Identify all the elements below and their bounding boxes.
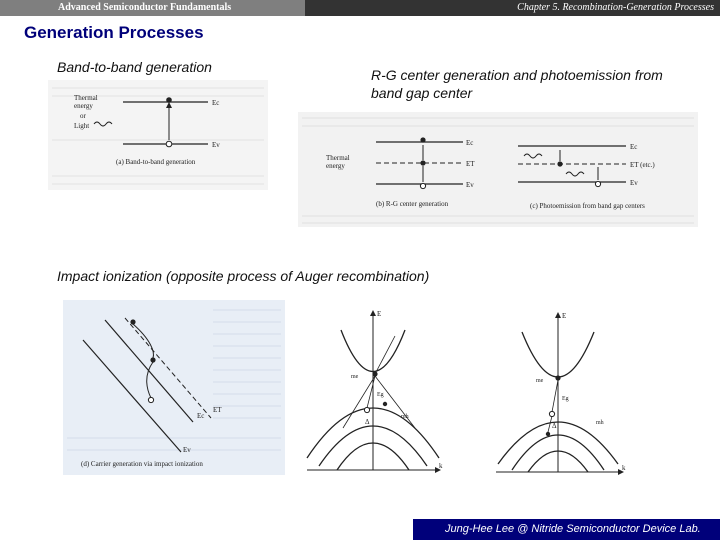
fig-b-ec: Ec <box>466 139 473 147</box>
fig-c-ev: Ev <box>630 179 638 187</box>
fig-e2-k-axis: k <box>622 464 626 472</box>
rg-center-figure: Ec ET Ev Thermal energy (b) R-G center g… <box>298 112 698 227</box>
fig-b-ev: Ev <box>466 181 474 189</box>
fig-e1-delta: Δ <box>365 418 370 426</box>
fig-d-ec: Ec <box>197 412 204 420</box>
impact-ionization-label: Impact ionization (opposite process of A… <box>57 268 430 284</box>
fig-a-or: or <box>80 112 87 120</box>
band-to-band-label: Band-to-band generation <box>57 59 212 75</box>
fig-e2-mh: mh <box>596 420 604 426</box>
impact-ionization-figure: Ec ET Ev (d) Carrier generation via impa… <box>63 300 285 475</box>
rg-center-label: R-G center generation and photoemission … <box>371 67 663 101</box>
fig-d-et: ET <box>213 406 222 414</box>
band-structure-diagram-2: E k me mh Eg Δ <box>492 310 642 480</box>
fig-e1-me: me <box>351 374 359 380</box>
fig-e2-eg: Eg <box>562 396 569 402</box>
fig-e2-delta: Δ <box>552 422 557 430</box>
chapter-header: Chapter 5. Recombination-Generation Proc… <box>305 0 720 16</box>
fig-a-energy: energy <box>74 102 93 110</box>
fig-e1-eg: Eg <box>377 392 384 398</box>
fig-c-et: ET (etc.) <box>630 161 655 169</box>
fig-c-caption: (c) Photoemission from band gap centers <box>530 202 645 210</box>
fig-b-et: ET <box>466 160 475 168</box>
fig-e2-energy-axis: E <box>562 312 566 320</box>
fig-b-energy: energy <box>326 162 345 170</box>
fig-e1-energy-axis: E <box>377 310 381 318</box>
fig-e1-k-axis: k <box>439 462 443 470</box>
fig-d-ev: Ev <box>183 446 191 454</box>
fig-c-ec: Ec <box>630 143 637 151</box>
slide-title: Generation Processes <box>24 23 204 42</box>
fig-a-light: Light <box>74 122 89 130</box>
fig-a-thermal: Thermal <box>74 94 98 102</box>
course-header: Advanced Semiconductor Fundamentals <box>0 0 305 16</box>
fig-d-caption: (d) Carrier generation via impact ioniza… <box>81 460 203 468</box>
footer-credit: Jung-Hee Lee @ Nitride Semiconductor Dev… <box>413 519 720 540</box>
band-structure-diagram-1: E k me mh Eg Δ <box>303 308 453 478</box>
fig-e2-me: me <box>536 378 544 384</box>
fig-a-ec: Ec <box>212 99 219 107</box>
fig-a-caption: (a) Band-to-band generation <box>116 158 196 166</box>
fig-a-ev: Ev <box>212 141 220 149</box>
fig-b-caption: (b) R-G center generation <box>376 200 449 208</box>
fig-b-thermal: Thermal <box>326 154 350 162</box>
fig-e1-mh: mh <box>401 414 409 420</box>
band-to-band-figure: Thermal energy or Light Ec Ev (a) Band-t… <box>48 80 268 190</box>
